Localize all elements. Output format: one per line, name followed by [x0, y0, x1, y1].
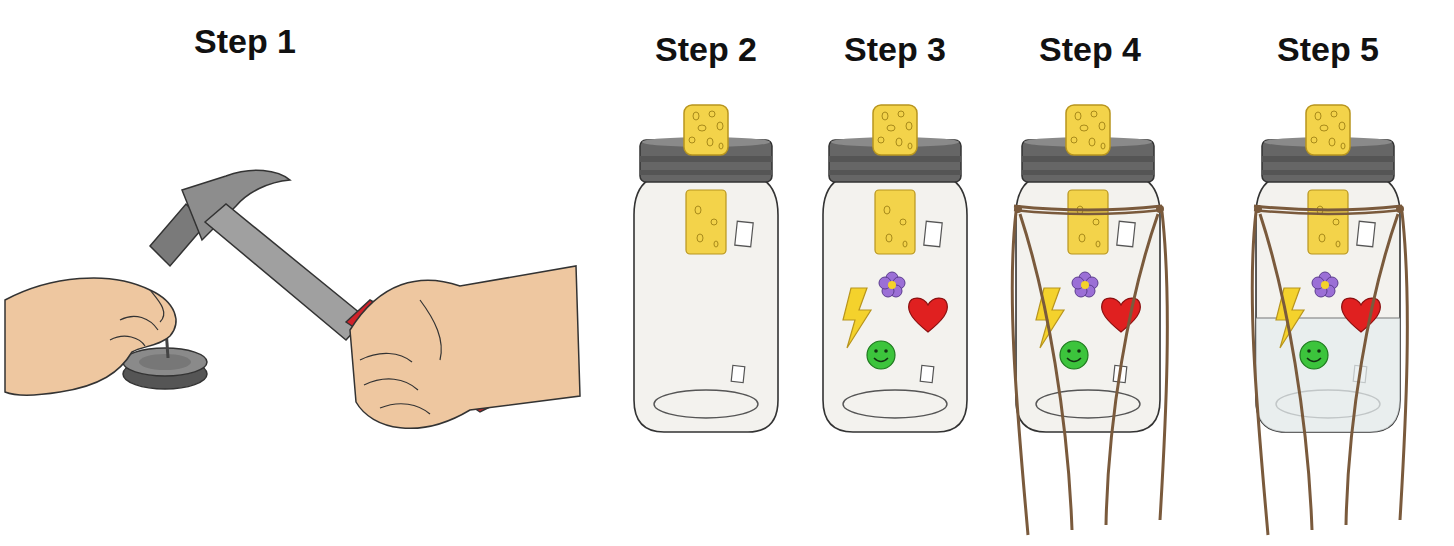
step-label: Step 1 [194, 24, 296, 58]
jar-step-5-part [1276, 272, 1380, 369]
hammer-scene-part [5, 278, 176, 395]
hammer-scene-part [420, 300, 441, 360]
jar-step-3 [823, 105, 967, 432]
hammer-scene-part [110, 336, 145, 346]
jar-step-4-part [1012, 205, 1167, 535]
step-label: Step 2 [655, 32, 757, 66]
jar-step-4-part [1036, 272, 1140, 369]
hammer-scene-part [205, 204, 366, 340]
hammer-scene [5, 170, 580, 428]
hammer-scene-part [139, 354, 191, 370]
jar-step-5 [1252, 105, 1407, 535]
jar-step-4 [1012, 105, 1167, 535]
hammer-scene-part [364, 379, 418, 390]
jar-step-2-part [634, 105, 778, 432]
hammer-scene-part [350, 266, 580, 428]
hammer-scene-part [120, 316, 158, 330]
step-label: Step 4 [1039, 32, 1141, 66]
water [1256, 318, 1400, 432]
jar-step-4-part [1016, 105, 1160, 432]
jar-step-5-part [1256, 105, 1400, 432]
hammer-scene-part [150, 290, 164, 322]
jar-step-3-part [823, 105, 967, 432]
step-label: Step 5 [1277, 32, 1379, 66]
hammer-scene-part [123, 348, 207, 376]
hammer-scene-part [380, 404, 430, 414]
step-label: Step 3 [844, 32, 946, 66]
jar-step-5-part [1252, 205, 1407, 535]
jar-step-2 [634, 105, 778, 432]
jar-step-3-part [843, 272, 947, 369]
hammer-scene-part [360, 353, 412, 362]
